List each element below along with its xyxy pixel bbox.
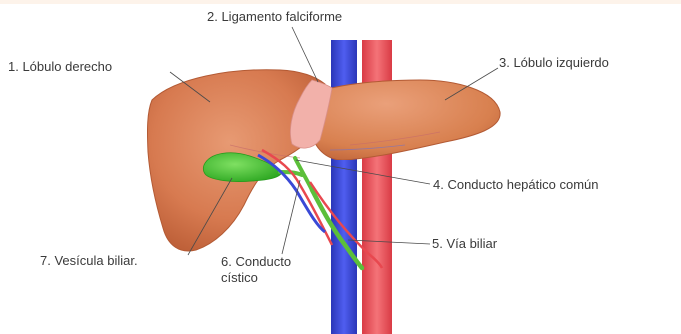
label-left-lobe: 3. Lóbulo izquierdo <box>499 55 609 70</box>
label-bile-duct: 5. Vía biliar <box>432 236 497 251</box>
aorta-lower <box>362 160 392 334</box>
label-common-hepatic-duct: 4. Conducto hepático común <box>433 177 599 192</box>
leader-6 <box>282 180 300 254</box>
label-cystic-duct-line1: 6. Conducto <box>221 254 291 269</box>
label-gallbladder: 7. Vesícula biliar. <box>40 253 138 268</box>
label-cystic-duct-line2: cístico <box>221 270 258 285</box>
label-falciform-ligament: 2. Ligamento falciforme <box>207 9 342 24</box>
left-lobe-shape <box>310 80 500 160</box>
label-right-lobe: 1. Lóbulo derecho <box>8 59 112 74</box>
